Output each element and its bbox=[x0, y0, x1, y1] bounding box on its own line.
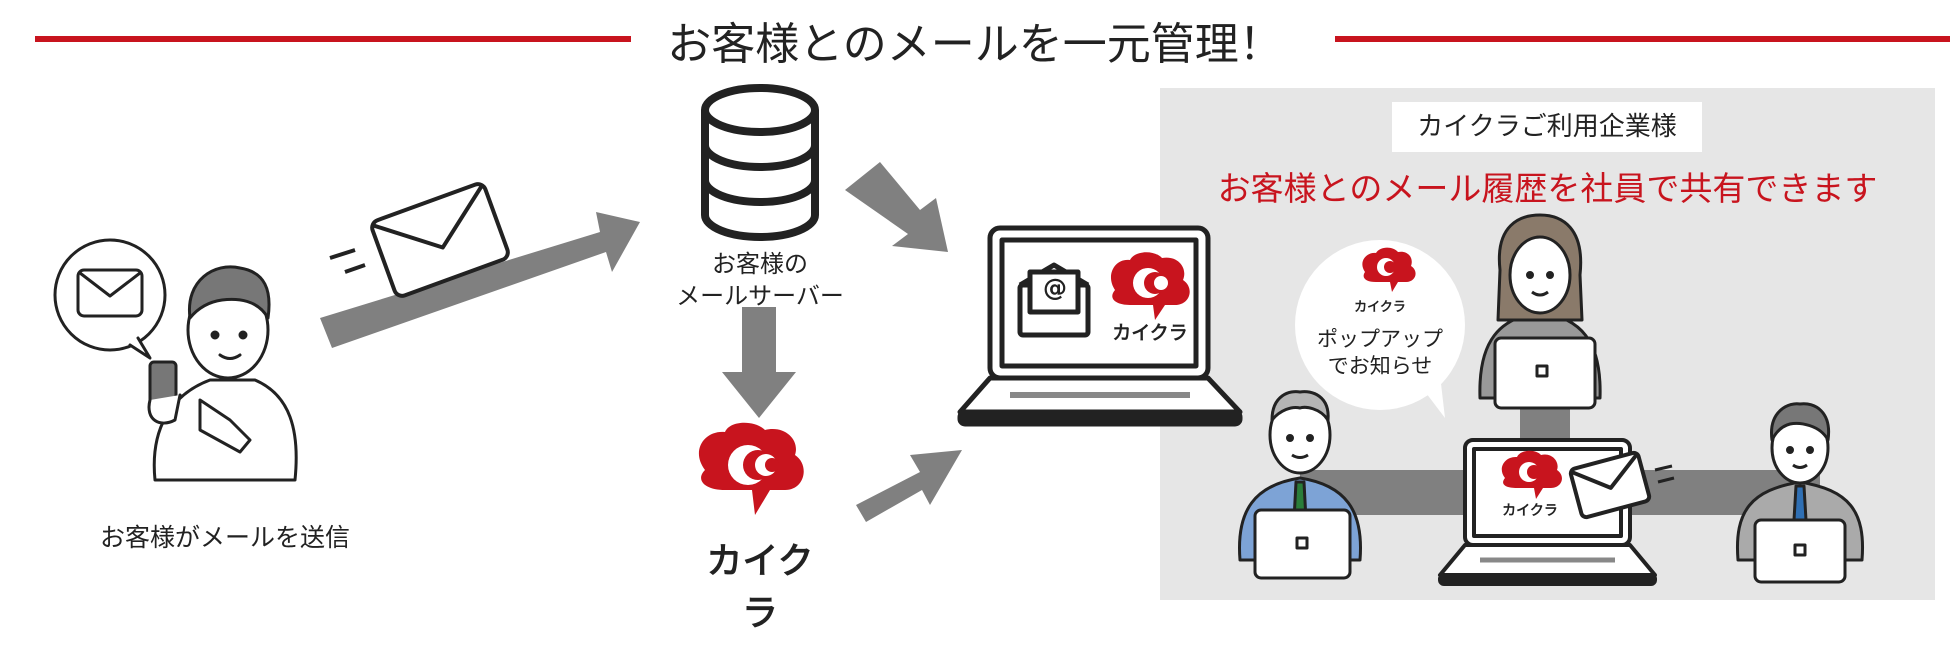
arrow-server-to-kaikura bbox=[722, 307, 796, 418]
customer-caption: お客様がメールを送信 bbox=[60, 522, 390, 554]
employee-woman bbox=[1480, 215, 1600, 408]
popup-caption-line1: ポップアップ bbox=[1300, 326, 1460, 353]
popup-caption-line2: でお知らせ bbox=[1300, 353, 1460, 380]
arrow-kaikura-to-laptop bbox=[856, 450, 962, 522]
laptop-company-kaikura-text: カイクラ bbox=[1490, 500, 1570, 520]
mail-server-caption-line1: お客様の bbox=[660, 248, 860, 280]
kaikura-logo bbox=[699, 423, 804, 515]
laptop-email-at-icon: @ bbox=[1040, 274, 1070, 302]
customer-figure bbox=[55, 240, 296, 480]
database-icon bbox=[705, 88, 815, 237]
popup-caption: ポップアップ でお知らせ bbox=[1300, 326, 1460, 380]
laptop-kaikura-text: カイクラ bbox=[1100, 318, 1200, 345]
arrow-server-to-laptop bbox=[845, 162, 948, 252]
mail-server-caption: お客様の メールサーバー bbox=[660, 248, 860, 312]
popup-kaikura-text: カイクラ bbox=[1340, 296, 1420, 315]
mail-server-caption-line2: メールサーバー bbox=[660, 280, 860, 312]
kaikura-logo-text: カイクラ bbox=[690, 532, 830, 636]
